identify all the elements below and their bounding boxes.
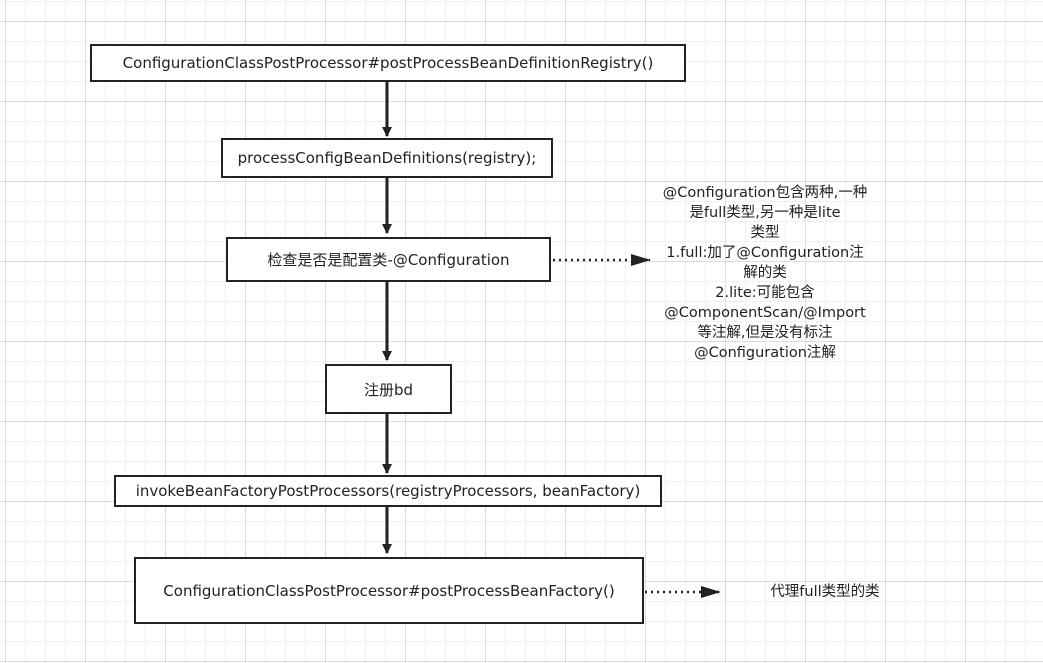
note-line: 类型 — [750, 225, 780, 241]
invoke-factory-label: invokeBeanFactoryPostProcessors(registry… — [135, 482, 641, 500]
process-definitions-label: processConfigBeanDefinitions(registry); — [237, 149, 537, 167]
note-line: @Configuration注解 — [694, 345, 836, 361]
config-types-note: @Configuration包含两种,一种 是full类型,另一种是lite 类… — [630, 183, 900, 363]
note-line: 是full类型,另一种是lite — [689, 205, 841, 221]
register-bd-node: 注册bd — [325, 364, 452, 414]
invoke-factory-node: invokeBeanFactoryPostProcessors(registry… — [114, 475, 662, 507]
register-bd-label: 注册bd — [363, 380, 414, 399]
factory-method-label: ConfigurationClassPostProcessor#postProc… — [163, 581, 615, 600]
registry-method-label: ConfigurationClassPostProcessor#postProc… — [122, 54, 654, 72]
factory-method-node: ConfigurationClassPostProcessor#postProc… — [134, 557, 644, 624]
note-line: @Configuration包含两种,一种 — [662, 185, 868, 201]
note-line: 2.lite:可能包含 — [715, 285, 815, 301]
note-line: 1.full:加了@Configuration注 — [666, 245, 864, 261]
note-line: 解的类 — [743, 265, 787, 281]
registry-method-node: ConfigurationClassPostProcessor#postProc… — [90, 44, 686, 82]
process-definitions-node: processConfigBeanDefinitions(registry); — [221, 138, 553, 178]
check-config-label: 检查是否是配置类-@Configuration — [267, 251, 510, 269]
proxy-full-note: 代理full类型的类 — [750, 582, 900, 602]
check-config-node: 检查是否是配置类-@Configuration — [226, 237, 551, 282]
note-line: 等注解,但是没有标注 — [697, 325, 833, 341]
note-line: @ComponentScan/@Import — [664, 305, 866, 321]
proxy-full-label: 代理full类型的类 — [770, 584, 880, 600]
